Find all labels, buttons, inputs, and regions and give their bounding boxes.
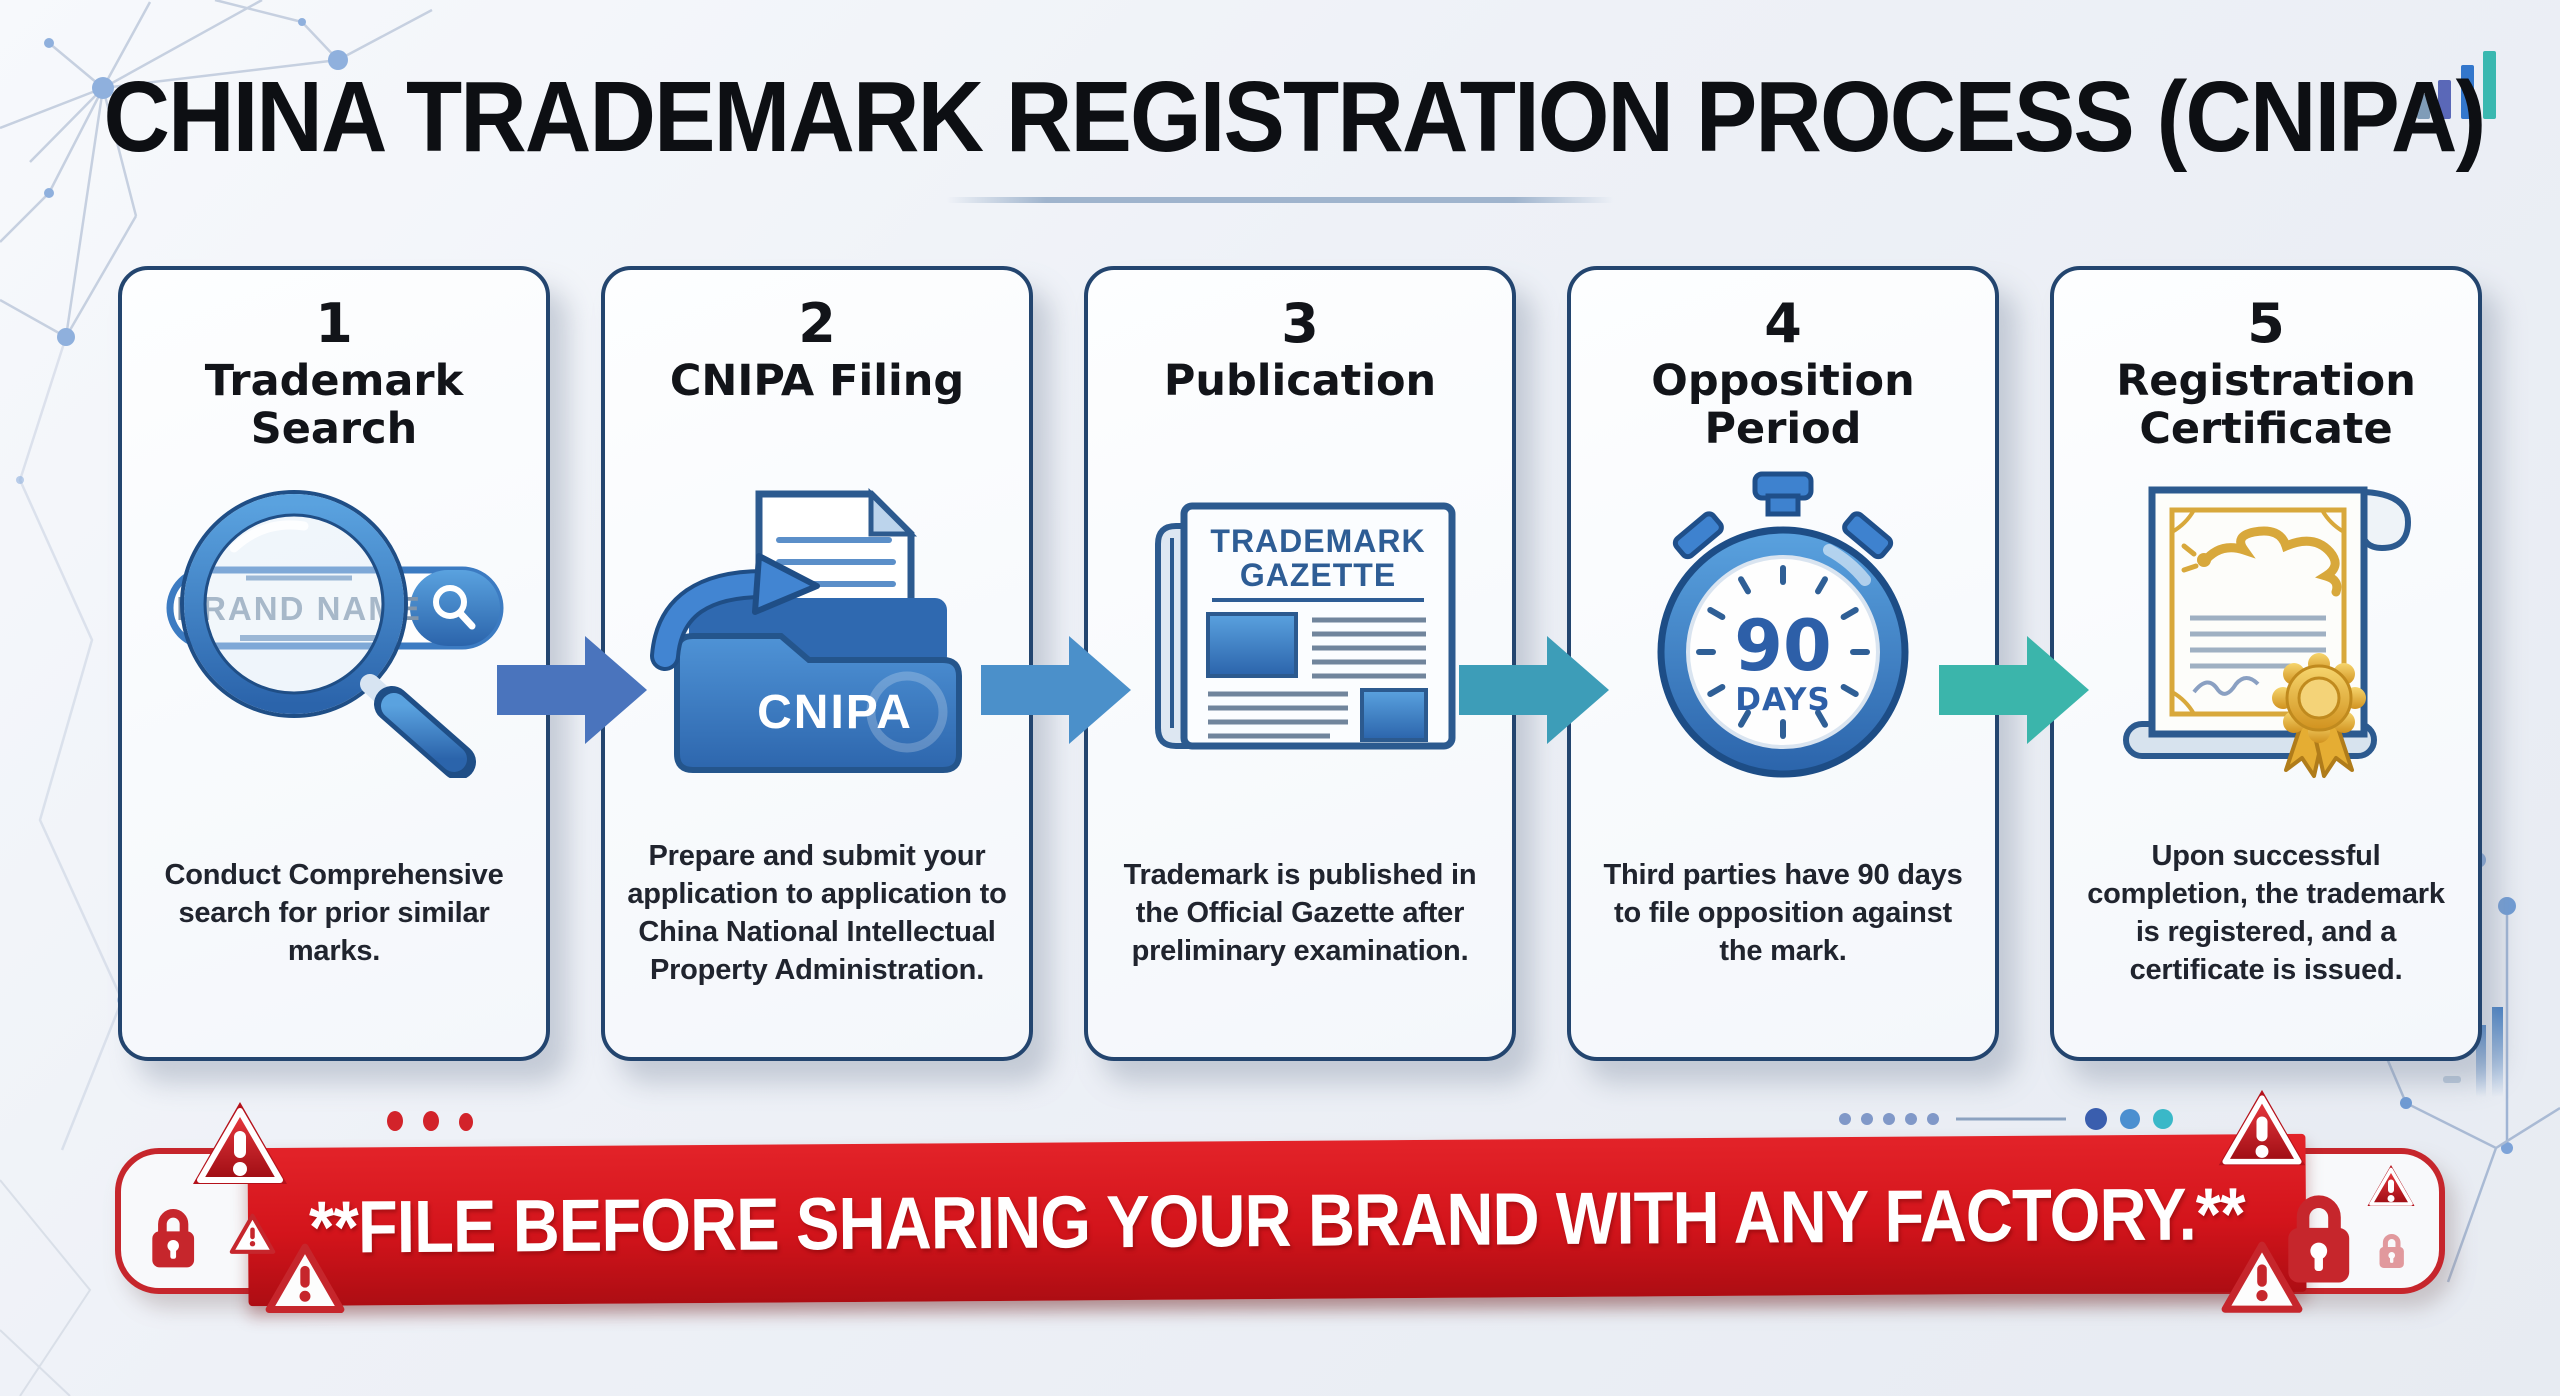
dragon-ornament (2181, 526, 2342, 597)
svg-text:GAZETTE: GAZETTE (1240, 557, 1396, 593)
step-card-opposition-period: 4 Opposition Period (1567, 266, 1999, 1061)
step-title: Publication (1163, 355, 1437, 406)
flow-arrow-1 (497, 634, 647, 746)
flow-arrow-3 (1459, 634, 1609, 746)
step-title: CNIPA Filing (669, 355, 965, 406)
svg-text:CNIPA: CNIPA (757, 686, 913, 739)
step-description: Prepare and submit your application to a… (627, 840, 1007, 986)
certificate-medal-icon (2086, 465, 2446, 791)
step-card-registration-certificate: 5 Registration Certificate (2050, 266, 2482, 1061)
step-description: Third parties have 90 days to file oppos… (1603, 859, 1963, 967)
step-number: 4 (1764, 292, 1802, 355)
step-title: Opposition Period (1651, 355, 1915, 454)
magnifier-search-bar-icon: BRAND NAME (154, 465, 514, 791)
step-title: Registration Certificate (2116, 355, 2416, 454)
medal (2272, 652, 2366, 778)
step-number: 3 (1281, 292, 1319, 355)
stopwatch-icon: 90 DAYS (1603, 465, 1963, 791)
newspaper-gazette-icon: TRADEMARK GAZETTE (1120, 465, 1480, 791)
flow-arrow-4 (1939, 634, 2089, 746)
svg-text:TRADEMARK: TRADEMARK (1210, 523, 1425, 559)
warning-banner-text: **FILE BEFORE SHARING YOUR BRAND WITH AN… (308, 1171, 2246, 1269)
flow-arrow-2 (981, 634, 1131, 746)
warning-banner: **FILE BEFORE SHARING YOUR BRAND WITH AN… (247, 1133, 2307, 1307)
step-number: 2 (798, 292, 836, 355)
svg-text:DAYS: DAYS (1735, 682, 1831, 718)
dots-row-left (387, 1111, 473, 1131)
step-card-trademark-search: 1 Trademark Search BRAND NAME Conduct Co… (118, 266, 550, 1061)
step-description: Conduct Comprehensive search for prior s… (164, 859, 504, 967)
svg-text:BRAND NAME: BRAND NAME (176, 590, 422, 627)
step-card-cnipa-filing: 2 CNIPA Filing CNIPA Prepare and submit … (601, 266, 1033, 1061)
svg-text:90: 90 (1734, 605, 1831, 687)
step-number: 5 (2247, 292, 2285, 355)
header: CHINA TRADEMARK REGISTRATION PROCESS (CN… (0, 60, 2560, 203)
title-underline (946, 197, 1614, 203)
step-card-publication: 3 Publication TRADEMARK GAZETTE (1084, 266, 1516, 1061)
page-title: CHINA TRADEMARK REGISTRATION PROCESS (CN… (103, 61, 2487, 173)
step-description: Upon successful completion, the trademar… (2087, 840, 2445, 986)
bottom-left-lines (0, 1179, 92, 1396)
step-description: Trademark is published in the Official G… (1123, 859, 1477, 967)
step-number: 1 (315, 292, 353, 355)
folder-upload-icon: CNIPA (637, 465, 997, 791)
dots-row-right (1839, 1108, 2173, 1130)
step-title: Trademark Search (204, 355, 464, 454)
